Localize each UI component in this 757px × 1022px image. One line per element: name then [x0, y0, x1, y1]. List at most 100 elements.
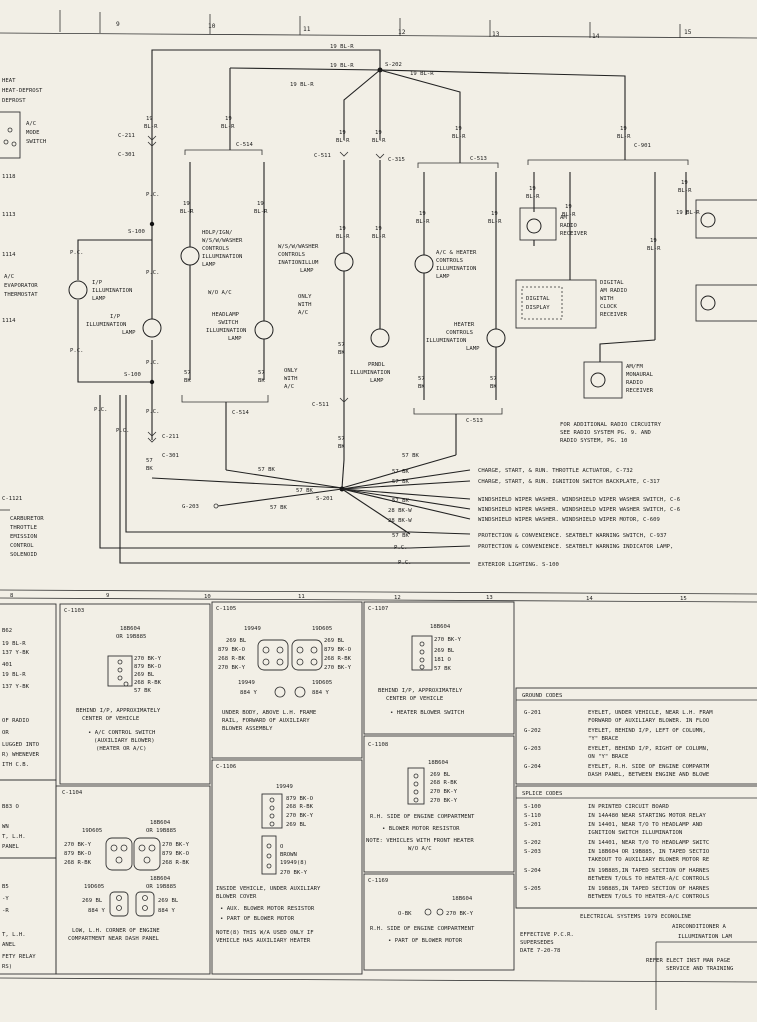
svg-text:270 BK-Y: 270 BK-Y: [434, 637, 462, 643]
svg-text:269 BL: 269 BL: [324, 638, 345, 644]
svg-text:19949: 19949: [238, 680, 255, 686]
destination-label: PROTECTION & CONVENIENCE. SEATBELT WARNI…: [478, 544, 673, 550]
svg-text:FOR ADDITIONAL RADIO CIRCUITRY: FOR ADDITIONAL RADIO CIRCUITRY: [560, 422, 662, 428]
connector-label: C-315: [388, 157, 405, 163]
svg-text:CONTROLS: CONTROLS: [278, 252, 305, 258]
svg-text:BLOWER ASSEMBLY: BLOWER ASSEMBLY: [222, 726, 273, 732]
svg-text:269 BL: 269 BL: [434, 648, 455, 654]
svg-text:401: 401: [2, 662, 12, 668]
svg-text:18B604: 18B604: [430, 624, 451, 630]
svg-text:270 BK-Y: 270 BK-Y: [280, 870, 308, 876]
svg-text:19: 19: [419, 211, 426, 217]
wire-label: 57 BK: [296, 488, 313, 494]
grid-label: 15: [680, 596, 687, 602]
svg-text:19: 19: [650, 238, 657, 244]
svg-text:IN 14A480 NEAR STARTING MOTOR: IN 14A480 NEAR STARTING MOTOR RELAY: [588, 813, 707, 819]
svg-text:LAMP: LAMP: [92, 296, 106, 302]
radio-lamp-icon: [700, 212, 716, 228]
svg-text:269 BL: 269 BL: [286, 822, 307, 828]
connector-c1107-panel: [363, 601, 515, 735]
svg-text:S-100: S-100: [524, 804, 541, 810]
svg-text:19: 19: [375, 130, 382, 136]
connector-label: C-513: [470, 156, 487, 162]
svg-text:57: 57: [146, 458, 153, 464]
svg-text:S-202: S-202: [524, 840, 541, 846]
svg-text:NOTE(8) THIS W/A USED ONLY IF: NOTE(8) THIS W/A USED ONLY IF: [216, 930, 314, 936]
svg-text:879 BK-O: 879 BK-O: [286, 796, 314, 802]
svg-text:R.H. SIDE OF ENGINE COMPARTMEN: R.H. SIDE OF ENGINE COMPARTMENT: [370, 926, 475, 932]
svg-text:BL-R: BL-R: [336, 138, 350, 144]
svg-text:268 R-BK: 268 R-BK: [324, 656, 352, 662]
svg-text:IN 19B885,IN TAPED SECTION OF: IN 19B885,IN TAPED SECTION OF HARNES: [588, 868, 709, 874]
wire-label: 28 BK-W: [388, 508, 412, 514]
svg-text:-Y: -Y: [2, 896, 9, 902]
connector-label: C-511: [312, 402, 329, 408]
hdlp-lamp-icon: [180, 246, 200, 266]
svg-text:ILLUMINATION: ILLUMINATION: [436, 266, 476, 272]
svg-text:BEHIND I/P, APPROXIMATELY: BEHIND I/P, APPROXIMATELY: [378, 688, 463, 694]
svg-text:19D605: 19D605: [312, 626, 332, 632]
grid-label: 12: [398, 29, 406, 36]
title-block: ELECTRICAL SYSTEMS 1979 ECONOLINE AIRCON…: [516, 907, 757, 1010]
wire-label: 57 BK: [392, 469, 409, 475]
svg-text:18B604: 18B604: [428, 760, 449, 766]
destination-label: WINDSHIELD WIPER WASHER. WINDSHIELD WIPE…: [478, 507, 680, 513]
grid-label: 14: [586, 596, 593, 602]
left-label: C-1121: [2, 496, 22, 502]
svg-text:LAMP: LAMP: [436, 274, 450, 280]
svg-text:57: 57: [490, 376, 497, 382]
svg-text:19: 19: [183, 201, 190, 207]
destination-label: CHARGE, START, & RUN. THROTTLE ACTUATOR,…: [478, 468, 633, 474]
svg-text:BL-R: BL-R: [254, 209, 268, 215]
connector-c1106-panel: [211, 759, 363, 975]
svg-text:I/P: I/P: [110, 314, 121, 320]
svg-text:W/S/W/WASHER: W/S/W/WASHER: [202, 238, 243, 244]
svg-text:270 BK-Y: 270 BK-Y: [134, 656, 162, 662]
svg-text:269 BL: 269 BL: [134, 672, 155, 678]
svg-text:268 R-BK: 268 R-BK: [64, 860, 92, 866]
svg-text:EYELET, BEHIND I/P, LEFT OF CO: EYELET, BEHIND I/P, LEFT OF COLUMN,: [588, 728, 706, 734]
svg-text:OR 19B885: OR 19B885: [146, 884, 176, 890]
svg-text:RECEIVER: RECEIVER: [626, 388, 654, 394]
svg-text:57 BK: 57 BK: [134, 688, 151, 694]
svg-text:884 Y: 884 Y: [240, 690, 257, 696]
svg-text:19: 19: [455, 126, 462, 132]
svg-text:G-202: G-202: [524, 728, 541, 734]
heater-lamp-icon: [486, 328, 506, 348]
title-line: AIRCONDITIONER A: [672, 924, 727, 930]
svg-text:57: 57: [338, 436, 345, 442]
svg-text:IN 19B885,IN TAPED SECTION OF: IN 19B885,IN TAPED SECTION OF HARNES: [588, 886, 709, 892]
svg-text:DIGITAL: DIGITAL: [600, 280, 624, 286]
grid-label: 9: [116, 21, 120, 28]
svg-text:LAMP: LAMP: [228, 336, 242, 342]
radio-lamp-icon: [700, 295, 716, 311]
destination-list: CHARGE, START, & RUN. THROTTLE ACTUATOR,…: [478, 468, 680, 568]
svg-text:"Y" BRACE: "Y" BRACE: [588, 736, 619, 742]
svg-text:CONTROLS: CONTROLS: [446, 330, 473, 336]
left-label: DEFROST: [2, 98, 26, 104]
wire-label: P.C.: [398, 560, 411, 566]
svg-text:A/C & HEATER: A/C & HEATER: [436, 250, 477, 256]
svg-text:BLOWER COVER: BLOWER COVER: [216, 894, 257, 900]
wire-label: P.C.: [70, 250, 83, 256]
svg-text:19D605: 19D605: [312, 680, 332, 686]
svg-text:CENTER OF VEHICLE: CENTER OF VEHICLE: [82, 716, 140, 722]
svg-text:BETWEEN T/OLS TO HEATER-A/C CO: BETWEEN T/OLS TO HEATER-A/C CONTROLS: [588, 876, 709, 882]
svg-text:269 BL: 269 BL: [158, 898, 179, 904]
ac-heater-lamp-icon: [414, 254, 434, 274]
svg-text:BL-R: BL-R: [336, 234, 350, 240]
connector-label: C-513: [466, 418, 483, 424]
svg-text:SEE RADIO SYSTEM PG. 9. AND: SEE RADIO SYSTEM PG. 9. AND: [560, 430, 652, 436]
left-label: A/C: [26, 121, 36, 127]
svg-text:884 Y: 884 Y: [158, 908, 175, 914]
svg-text:268 R-BK: 268 R-BK: [162, 860, 190, 866]
svg-text:BL-R: BL-R: [452, 134, 466, 140]
reference-label: REFER ELECT INST MAN PAGE: [646, 958, 731, 964]
left-label: SWITCH: [26, 139, 46, 145]
svg-text:MONAURAL: MONAURAL: [626, 372, 654, 378]
svg-text:CENTER OF VEHICLE: CENTER OF VEHICLE: [386, 696, 444, 702]
svg-text:HEADLAMP: HEADLAMP: [212, 312, 240, 318]
svg-text:BK: BK: [146, 466, 153, 472]
